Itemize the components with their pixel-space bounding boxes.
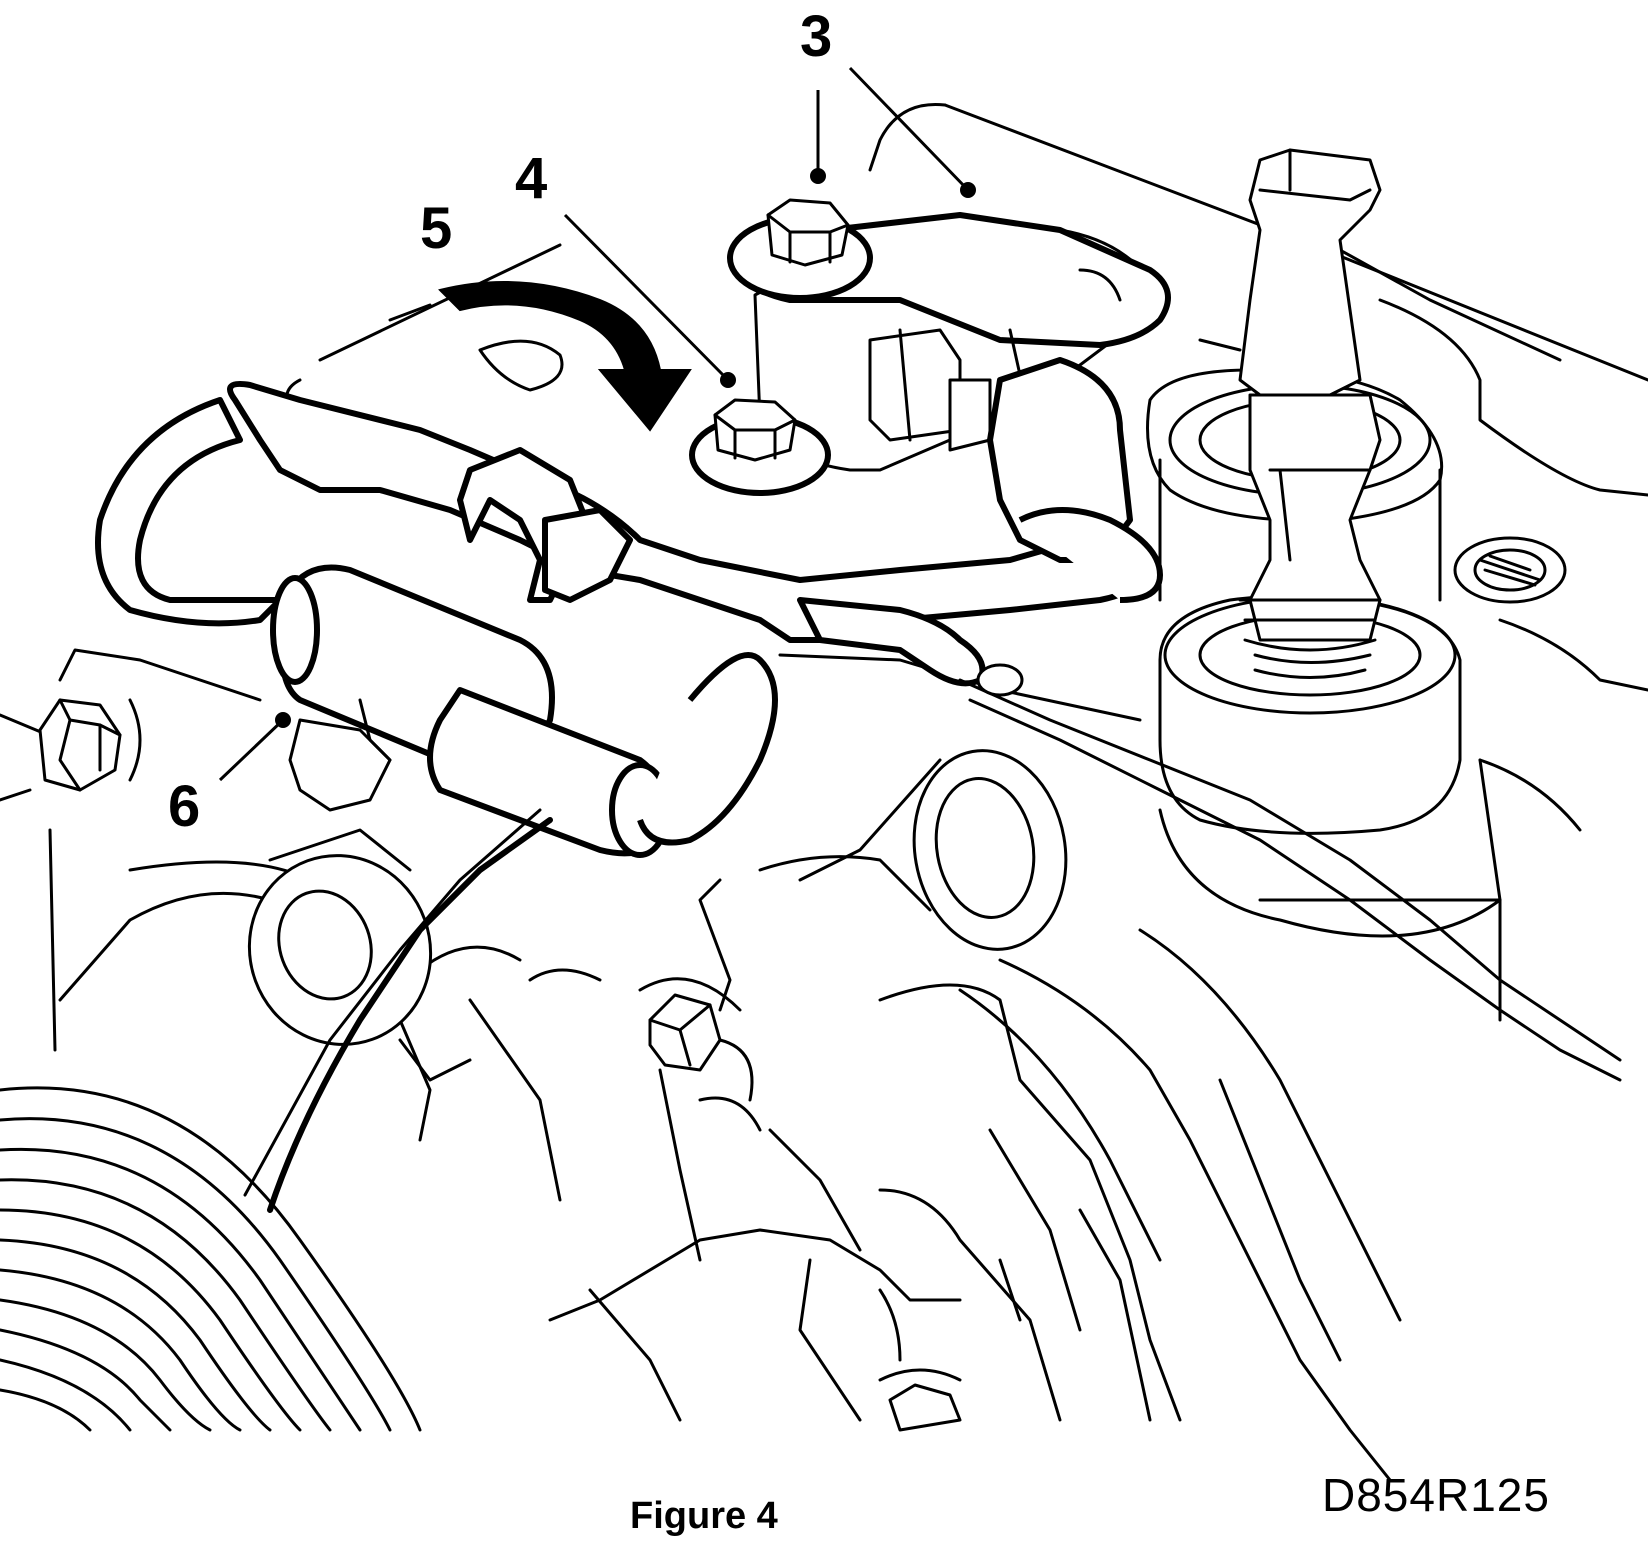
left-bolt: [38, 698, 142, 792]
bottom-bolt: [878, 1368, 962, 1432]
drawing-reference-code: D854R125: [1322, 1469, 1550, 1521]
wiring-harness: [95, 357, 1163, 687]
oval-boss: [247, 828, 472, 1082]
callout-4: 4: [515, 146, 548, 211]
tube-boss: [798, 749, 1068, 951]
figure-caption: Figure 4: [630, 1495, 778, 1537]
rotation-arrow: [388, 281, 692, 432]
callout-3: 3: [800, 4, 833, 69]
pulley-grooves: [0, 1086, 422, 1432]
center-bolt: [638, 977, 754, 1102]
callout-6: 6: [168, 774, 201, 839]
injector-stem: [1238, 148, 1382, 679]
callout-leaders: [218, 66, 976, 782]
callout-5: 5: [420, 196, 453, 261]
harness-connector: [270, 564, 778, 858]
clamp-bolt: [689, 398, 831, 496]
sensor-wires: [243, 663, 1622, 1213]
bracket-bolt: [727, 198, 873, 301]
